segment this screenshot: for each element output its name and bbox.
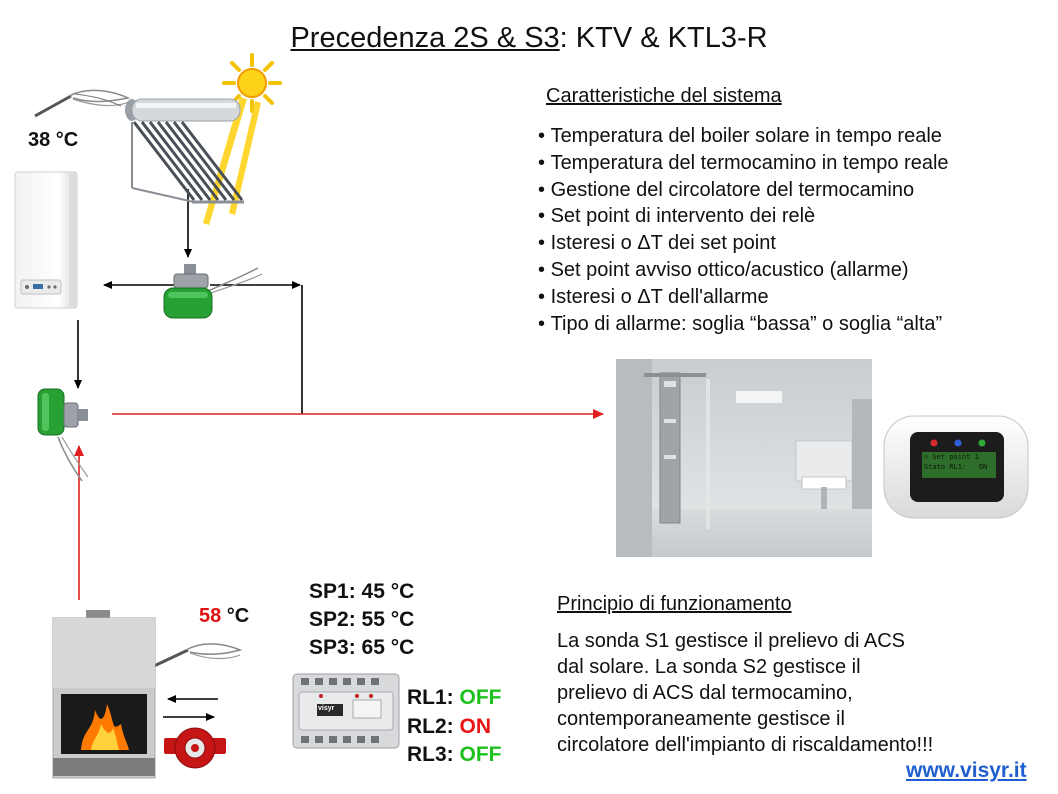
setpoint-label: SP1: [309,580,362,603]
relay-row: RL2: ON [407,713,502,742]
setpoint-label: SP3: [309,636,362,659]
relay-state: OFF [459,686,502,709]
relay-label: RL1: [407,686,460,709]
setpoint-value: 65 °C [361,636,415,659]
feature-item: Set point di intervento dei relè [538,203,949,230]
website-link[interactable]: www.visyr.it [906,759,1027,782]
setpoint-value: 55 °C [361,608,415,631]
features-list: Temperatura del boiler solare in tempo r… [538,123,949,337]
relay-label: RL2: [407,714,460,738]
din-rail-controller-icon [292,673,400,749]
boiler-temperature: 38 °C [28,129,79,151]
sun-icon [222,53,282,113]
page-title: Precedenza 2S & S3: KTV & KTL3-R [0,19,1058,57]
display-line-1: ☼ Set point 1 [924,453,979,461]
controller-brand: visyr [318,705,335,712]
setpoint-row: SP2: 55 °C [309,606,414,634]
three-way-valve-icon [163,264,263,319]
fireplace-temperature-unit: °C [221,605,250,627]
relay-label: RL3: [407,743,460,766]
relay-list: RL1: OFF RL2: ON RL3: OFF [407,684,502,770]
three-way-valve-icon [37,388,89,482]
fireplace-temperature-value: 58 [199,605,222,627]
temperature-probe-icon [34,89,131,118]
title-main: Precedenza 2S & S3 [290,22,560,54]
setpoint-list: SP1: 45 °C SP2: 55 °C SP3: 65 °C [309,578,414,662]
title-models: : KTV & KTL3-R [559,22,768,54]
setpoint-row: SP1: 45 °C [309,578,414,606]
relay-row: RL1: OFF [407,684,502,713]
fireplace-temperature: 58 °C [199,604,249,628]
principle-text: La sonda S1 gestisce il prelievo di ACS … [557,630,934,756]
relay-state: OFF [459,743,502,766]
relay-state: ON [459,714,492,738]
setpoint-row: SP3: 65 °C [309,634,414,662]
setpoint-value: 45 °C [361,580,415,603]
display-line-2: Stato RL1: ON [924,463,988,471]
setpoint-label: SP2: [309,608,362,631]
feature-item: Set point avviso ottico/acustico (allarm… [538,257,949,284]
temperature-probe-icon [153,643,243,668]
feature-item: Gestione del circolatore del termocamino [538,177,949,204]
feature-item: Tipo di allarme: soglia “bassa” o soglia… [538,311,949,338]
boiler-icon [14,171,78,309]
wall-display-icon [883,415,1029,519]
circulator-pump-icon [164,727,226,769]
features-heading: Caratteristiche del sistema [546,85,782,107]
feature-item: Temperatura del termocamino in tempo rea… [538,150,949,177]
feature-item: Isteresi o ΔT dell'allarme [538,284,949,311]
feature-item: Temperatura del boiler solare in tempo r… [538,123,949,150]
principle-heading: Principio di funzionamento [557,593,792,615]
shower-photo [616,359,872,557]
solar-collector-icon [125,98,244,204]
feature-item: Isteresi o ΔT dei set point [538,230,949,257]
fireplace-icon [52,610,156,779]
relay-row: RL3: OFF [407,741,502,770]
